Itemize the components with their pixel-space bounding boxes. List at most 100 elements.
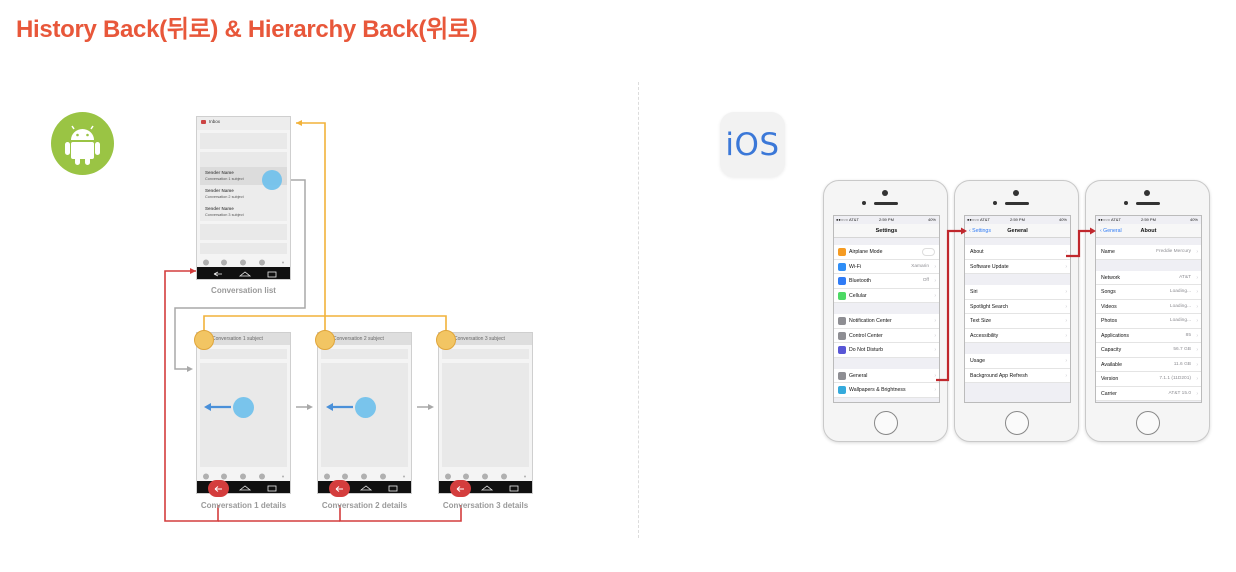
cell-control-center[interactable]: Control Center› [834, 328, 939, 343]
android-icon [65, 125, 100, 165]
cell-label: Usage [970, 358, 985, 364]
app-bar: Conversation 1 subject [197, 333, 290, 345]
cell-cellular[interactable]: Cellular› [834, 288, 939, 303]
do-not-disturb-icon [838, 346, 846, 354]
up-avatar-icon[interactable] [194, 330, 214, 350]
up-avatar-icon[interactable] [315, 330, 335, 350]
cell-wallpapers-brightness[interactable]: Wallpapers & Brightness› [834, 383, 939, 398]
cell-label: Capacity [1101, 347, 1122, 353]
cell-accessibility[interactable]: Accessibility› [965, 328, 1070, 343]
cell-label: Wallpapers & Brightness [849, 387, 906, 393]
toggle-switch[interactable] [922, 248, 935, 256]
nav-title: About [1140, 228, 1157, 234]
cell-software-update[interactable]: Software Update› [965, 259, 1070, 274]
header-pane [442, 349, 529, 359]
nav-icons [359, 485, 398, 492]
back-button[interactable] [329, 480, 350, 497]
list-item[interactable]: Sender Name Conversation 2 subject [200, 185, 287, 203]
iphone-general: ●●○○○ AT&T 2:59 PM 40% ‹ Settings Genera… [954, 180, 1079, 442]
cell-label: Bluetooth [849, 278, 871, 284]
ios-flow-arrows [936, 227, 1096, 382]
camera [1144, 190, 1150, 196]
cell-value: 11.6 GB [1173, 361, 1191, 367]
android-list-screen: Inbox Sender Name Conversation 1 subject… [196, 116, 291, 280]
conversation-subject: Conversation 2 subject [333, 336, 384, 342]
status-time: 2:59 PM [1141, 217, 1156, 222]
content-pane [442, 363, 529, 467]
carrier: ●●○○○ AT&T [836, 217, 859, 222]
cell-value: Xamarin [911, 263, 929, 269]
cell-value: Loading... [1169, 289, 1191, 294]
cell-label: Text Size [970, 318, 992, 324]
cell-airplane-mode[interactable]: Airplane Mode [834, 245, 939, 260]
cell-about[interactable]: About› [965, 245, 1070, 260]
cell-label: Airplane Mode [849, 249, 883, 255]
cell-do-not-disturb[interactable]: Do Not Disturb› [834, 343, 939, 358]
about-screen: ●●○○○ AT&T 2:59 PM 40% ‹ General About N… [1095, 215, 1202, 403]
cell-general[interactable]: General› [834, 368, 939, 383]
home-button[interactable] [1136, 411, 1160, 435]
carrier: ●●○○○ AT&T [967, 217, 990, 222]
caption-conversation-list: Conversation list [211, 286, 276, 295]
cell-label: Background App Refresh [970, 372, 1028, 379]
chevron-right-icon: › [1196, 376, 1198, 382]
wallpapers-brightness-icon [838, 386, 846, 394]
ios-logo-text: iOS [725, 126, 780, 163]
header-pane [321, 349, 408, 359]
action-dots [203, 473, 284, 480]
conversation-subject: Conversation 2 subject [205, 195, 244, 199]
cell-value: AT&T [1179, 274, 1191, 280]
cell-value: 7.1.1 (11D201) [1159, 376, 1191, 381]
back-button-settings[interactable]: ‹ Settings [969, 228, 991, 234]
cell-value: Freddie Mercury [1156, 249, 1191, 254]
home-button[interactable] [1005, 411, 1029, 435]
cell-label: Songs [1101, 289, 1116, 295]
list-row-empty [200, 243, 287, 254]
general-icon [838, 371, 846, 380]
cell-notification-center[interactable]: Notification Center› [834, 314, 939, 329]
forward-arrowhead-3 [428, 404, 434, 410]
cell-label: Software Update [970, 263, 1009, 270]
forward-arrowhead [187, 366, 193, 372]
conversation-subject: Conversation 3 subject [454, 336, 505, 342]
list-item[interactable]: Sender Name Conversation 3 subject [200, 203, 287, 221]
cell-spotlight-search[interactable]: Spotlight Search› [965, 299, 1070, 314]
camera [1013, 190, 1019, 196]
back-button-general[interactable]: ‹ General [1100, 228, 1122, 234]
app-bar: Conversation 3 subject [439, 333, 532, 345]
chevron-right-icon: › [1065, 289, 1067, 295]
history-link-line [203, 315, 447, 335]
app-title: Inbox [209, 119, 221, 124]
caption-details-2: Conversation 2 details [321, 501, 408, 510]
cell-text-size[interactable]: Text Size› [965, 314, 1070, 329]
android-logo [51, 112, 114, 175]
sender-name: Sender Name [205, 206, 234, 211]
speaker [1005, 202, 1029, 205]
list-row-empty [200, 152, 287, 168]
up-avatar-icon[interactable] [436, 330, 456, 350]
hierarchy-back-line [164, 270, 219, 522]
cell-background-app-refresh[interactable]: Background App Refresh› [965, 368, 1070, 383]
home-button[interactable] [874, 411, 898, 435]
action-dots [324, 473, 405, 480]
app-bar: Inbox [197, 117, 290, 130]
back-button[interactable] [208, 480, 229, 497]
cell-label: Control Center [849, 332, 883, 339]
status-bar: ●●○○○ AT&T 2:59 PM 40% [965, 216, 1070, 224]
touch-indicator [262, 170, 282, 190]
cell-siri[interactable]: Siri› [965, 285, 1070, 300]
back-button[interactable] [450, 480, 471, 497]
cell-usage[interactable]: Usage› [965, 354, 1070, 369]
